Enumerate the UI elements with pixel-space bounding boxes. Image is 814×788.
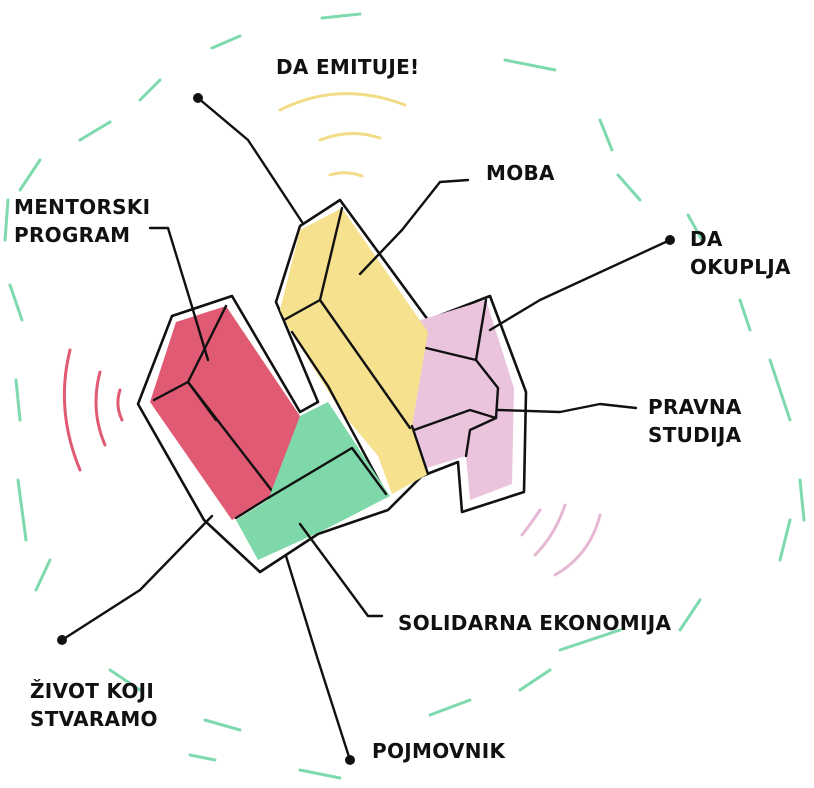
label-zivot-line2: STVARAMO — [30, 707, 158, 731]
dashed-boundary — [3, 12, 806, 780]
leader-dot-okuplja — [665, 235, 675, 245]
label-mentorski-line2: PROGRAM — [14, 223, 131, 247]
waves-right — [520, 503, 602, 577]
leader-moba — [358, 178, 470, 276]
leader-solidarna — [298, 522, 384, 618]
leader-pravna — [496, 402, 638, 414]
block-pink — [410, 298, 514, 500]
block-yellow — [280, 206, 430, 496]
leader-dot-emituje — [193, 93, 203, 103]
leader-mentorski — [148, 226, 210, 362]
label-moba: MOBA — [486, 161, 555, 185]
block-green — [234, 402, 390, 560]
label-pravna-line2: STUDIJA — [648, 423, 742, 447]
label-emituje: DA EMITUJE! — [276, 55, 420, 79]
leader-emituje — [196, 96, 304, 224]
leader-okuplja — [488, 238, 672, 332]
label-pravna-line1: PRAVNA — [648, 395, 742, 419]
waves-top — [278, 92, 407, 178]
label-mentorski-line1: MENTORSKI — [14, 195, 151, 219]
leader-pojmovnik — [284, 554, 352, 762]
leader-dot-zivot — [57, 635, 67, 645]
block-red — [150, 304, 300, 520]
waves-left — [62, 348, 124, 472]
leader-lines — [57, 93, 675, 765]
label-zivot-line1: ŽIVOT KOJI — [30, 679, 155, 703]
label-solidarna: SOLIDARNA EKONOMIJA — [398, 611, 672, 635]
label-pojmovnik: POJMOVNIK — [372, 739, 506, 763]
label-okuplja-line1: DA — [690, 227, 723, 251]
leader-zivot — [60, 514, 214, 642]
leader-dot-pojmovnik — [345, 755, 355, 765]
label-okuplja-line2: OKUPLJA — [690, 255, 791, 279]
